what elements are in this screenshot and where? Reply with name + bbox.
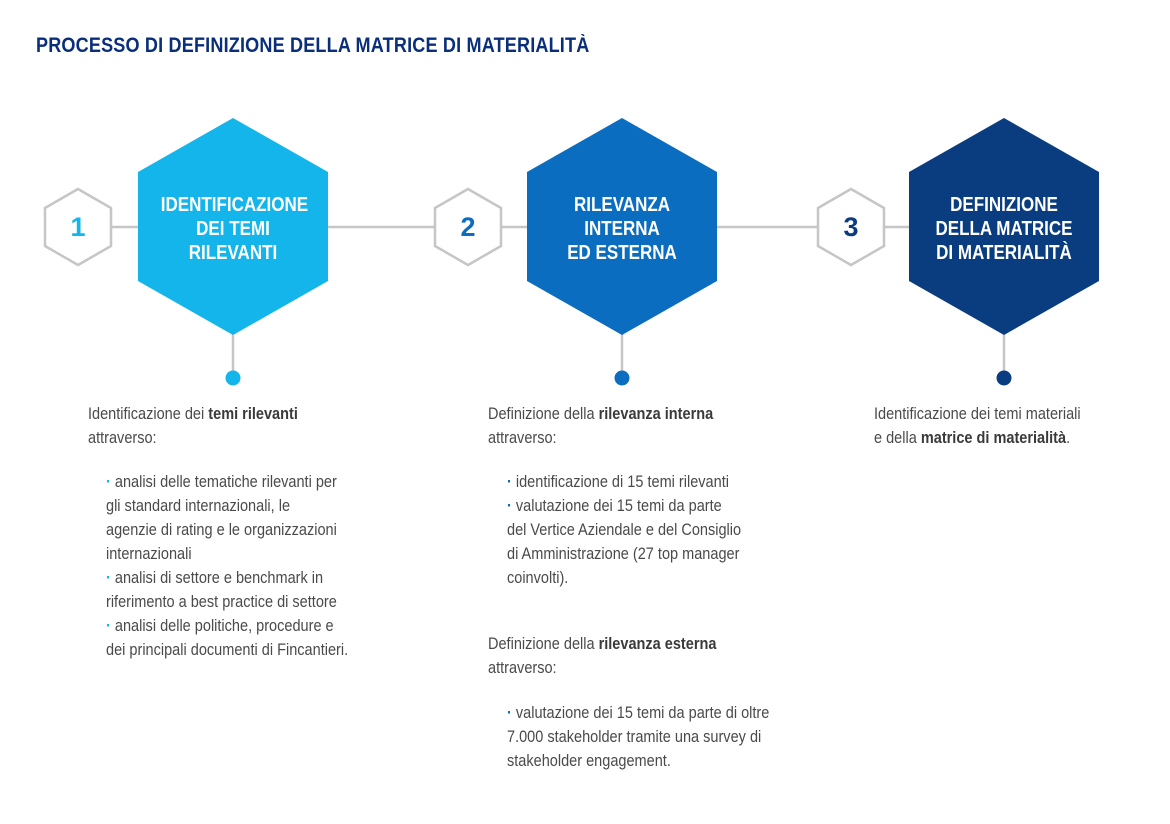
step-1-hexagon [138,118,328,335]
step-1-bullets: · analisi delle tematiche rilevanti per … [106,470,348,662]
list-item: · analisi di settore e benchmark in [106,569,324,587]
step-2-intro-external: Definizione della rilevanza esterna attr… [488,635,717,677]
step-2-hexagon [527,118,717,335]
step-3-hexagon [909,118,1099,335]
step-3-label: DEFINIZIONE DELLA MATRICE DI MATERIALITÀ [935,194,1073,264]
step-2-label: RILEVANZA INTERNA ED ESTERNA [567,194,677,264]
list-item: · analisi delle politiche, procedure e [106,617,334,635]
step-3-number: 3 [843,212,859,242]
list-item: · identificazione di 15 temi rilevanti [507,473,729,491]
step-2-intro: Definizione della rilevanza interna attr… [488,405,714,447]
list-item: · analisi delle tematiche rilevanti per [106,473,337,491]
list-item: · valutazione dei 15 temi da parte di ol… [507,704,770,722]
step-2-number-hexagon [433,187,503,267]
step-2-dot [614,370,630,386]
list-item: · valutazione dei 15 temi da parte [507,497,722,515]
step-1-label: IDENTIFICAZIONE DEI TEMI RILEVANTI [160,194,309,264]
step-3-dot [996,370,1012,386]
step-2-number: 2 [460,212,476,242]
step-2-bullets: · identificazione di 15 temi rilevanti ·… [507,470,741,590]
step-1-number: 1 [70,212,86,242]
step-1-number-hexagon [43,187,113,267]
page-title: PROCESSO DI DEFINIZIONE DELLA MATRICE DI… [36,34,590,57]
step-3-number-hexagon [816,187,886,267]
step-1-intro: Identificazione dei temi rilevanti attra… [88,405,298,447]
step-1-dot [225,370,241,386]
step-2-bullets-external: · valutazione dei 15 temi da parte di ol… [507,701,769,773]
step-3-intro: Identificazione dei temi materiali e del… [874,405,1081,447]
